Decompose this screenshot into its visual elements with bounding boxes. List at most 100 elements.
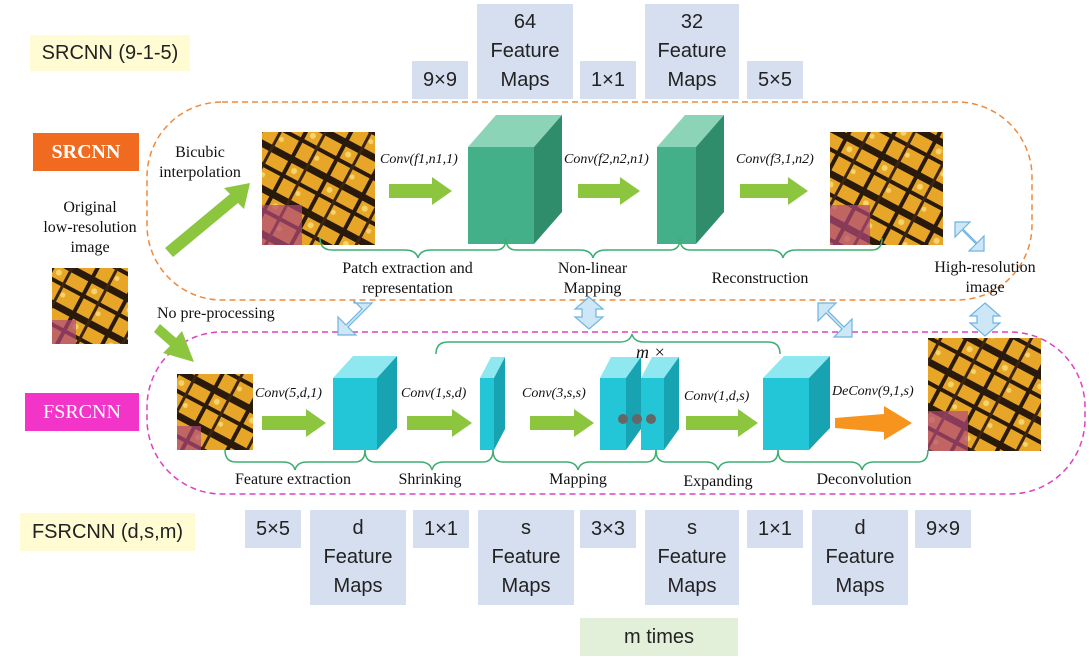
no-preprocessing-label: No pre-processing xyxy=(157,305,275,322)
original-lr-image xyxy=(52,268,128,344)
srcnn-cube-2 xyxy=(657,115,724,244)
conv-text: Conv(1,s,d) xyxy=(401,386,467,401)
feature-maps-word: Feature xyxy=(657,546,727,568)
m-times-box: m times xyxy=(580,618,738,656)
feature-maps-word: Feature xyxy=(657,40,727,62)
brace-srcnn-1 xyxy=(319,237,507,259)
compare-arrow-4 xyxy=(968,302,1002,337)
feature-maps-word: Maps xyxy=(667,575,717,597)
arrow-fsrcnn-1 xyxy=(262,409,326,437)
conv-text: Conv(3,s,s) xyxy=(522,386,586,401)
stage-mapping: Mapping xyxy=(549,471,607,488)
arrow-bicubic xyxy=(165,183,250,257)
feature-maps-label: s Feature Maps xyxy=(478,510,574,605)
compare-arrow-5 xyxy=(954,221,985,252)
conv-label-srcnn-3: Conv(f3,1,n2) xyxy=(736,152,814,168)
original-line-2: low-resolution xyxy=(43,219,137,236)
feature-maps-count: d xyxy=(854,517,866,539)
kernel-size-label: 1×1 xyxy=(413,510,469,548)
mapping-repeat-dots xyxy=(618,414,656,424)
feature-maps-count: 64 xyxy=(513,11,537,33)
arrow-srcnn-1 xyxy=(389,177,452,205)
feature-maps-label: 32 Feature Maps xyxy=(645,4,739,99)
conv-text: m × xyxy=(636,342,666,362)
conv-label-fsrcnn-1: Conv(5,d,1) xyxy=(255,386,322,402)
fsrcnn-cube-expand xyxy=(763,356,830,450)
feature-maps-word: Feature xyxy=(825,546,895,568)
m-times-label: m × xyxy=(636,342,666,363)
stage-braces xyxy=(224,237,929,471)
feature-maps-count: s xyxy=(687,517,697,539)
kernel-size-label: 5×5 xyxy=(747,61,803,99)
feature-maps-word: Feature xyxy=(323,546,393,568)
conv-label-srcnn-1: Conv(f1,n1,1) xyxy=(380,152,458,168)
conv-label-fsrcnn-3: Conv(3,s,s) xyxy=(522,386,586,402)
fsrcnn-cube-map-2 xyxy=(641,357,679,450)
fsrcnn-cube-shrink xyxy=(480,357,505,450)
arrow-no-preprocessing xyxy=(154,324,194,362)
conv-text: Conv(f1,n1,1) xyxy=(380,152,458,167)
original-line-3: image xyxy=(70,239,110,256)
fsrcnn-cube-map-1 xyxy=(600,357,641,450)
compare-arrow-3 xyxy=(817,302,853,338)
fsrcnn-tag: FSRCNN xyxy=(25,393,139,431)
stage-line-1: Non-linear xyxy=(557,260,628,277)
stage-nonlinear-mapping: Non-linear Mapping xyxy=(540,259,645,299)
stage-patch-extraction: Patch extraction and representation xyxy=(320,259,495,299)
stage-deconvolution: Deconvolution xyxy=(816,471,912,488)
compare-arrow-2 xyxy=(573,296,605,330)
brace-fsrcnn-3 xyxy=(492,449,657,471)
feature-maps-word: Maps xyxy=(835,575,885,597)
conv-text: DeConv(9,1,s) xyxy=(832,384,914,399)
brace-mx xyxy=(435,333,781,355)
srcnn-input-image xyxy=(262,132,375,245)
feature-maps-label: 64 Feature Maps xyxy=(477,4,573,99)
feature-maps-label: d Feature Maps xyxy=(812,510,908,605)
fsrcnn-input-image xyxy=(177,374,253,450)
feature-maps-count: s xyxy=(521,517,531,539)
deconv-label: DeConv(9,1,s) xyxy=(832,384,914,400)
original-line-1: Original xyxy=(63,199,117,216)
conv-label-fsrcnn-4: Conv(1,d,s) xyxy=(684,389,749,405)
kernel-size-label: 9×9 xyxy=(412,61,468,99)
stage-feature-extraction: Feature extraction xyxy=(235,471,351,488)
fsrcnn-output-image xyxy=(928,338,1041,451)
conv-text: Conv(1,d,s) xyxy=(684,389,750,404)
kernel-size-label: 1×1 xyxy=(580,61,636,99)
brace-srcnn-2 xyxy=(505,237,681,259)
arrow-srcnn-2 xyxy=(578,177,640,205)
stage-expanding: Expanding xyxy=(683,473,753,490)
conv-text: Conv(f3,1,n2) xyxy=(736,152,814,167)
fsrcnn-config-label: FSRCNN (d,s,m) xyxy=(20,513,195,551)
feature-maps-label: d Feature Maps xyxy=(310,510,406,605)
brace-srcnn-3 xyxy=(679,237,883,259)
srcnn-tag: SRCNN xyxy=(33,133,139,171)
conv-text: Conv(5,d,1) xyxy=(255,386,322,401)
srcnn-output-image xyxy=(830,132,943,245)
arrow-fsrcnn-3 xyxy=(530,409,594,437)
brace-fsrcnn-2 xyxy=(364,449,494,471)
feature-maps-word: Maps xyxy=(333,575,383,597)
arrow-fsrcnn-4 xyxy=(686,409,758,437)
arrow-fsrcnn-2 xyxy=(407,409,472,437)
comparison-arrows xyxy=(337,221,1002,338)
feature-maps-count: d xyxy=(352,517,364,539)
brace-fsrcnn-1 xyxy=(224,449,366,471)
brace-fsrcnn-4 xyxy=(655,449,779,471)
feature-maps-word: Maps xyxy=(501,575,551,597)
feature-maps-label: s Feature Maps xyxy=(645,510,739,605)
kernel-size-label: 1×1 xyxy=(747,510,803,548)
brace-fsrcnn-5 xyxy=(777,449,929,471)
feature-maps-count: 32 xyxy=(680,11,704,33)
high-res-line-2: image xyxy=(965,279,1005,296)
feature-maps-word: Feature xyxy=(490,40,560,62)
bicubic-line-1: Bicubic xyxy=(175,144,225,161)
feature-maps-word: Maps xyxy=(667,69,717,91)
high-res-label: High-resolution image xyxy=(925,258,1045,298)
bicubic-label: Bicubic interpolation xyxy=(155,143,245,183)
arrow-srcnn-3 xyxy=(740,177,808,205)
stage-line-2: representation xyxy=(362,280,453,297)
fsrcnn-panel xyxy=(146,331,1086,495)
kernel-size-label: 3×3 xyxy=(580,510,636,548)
